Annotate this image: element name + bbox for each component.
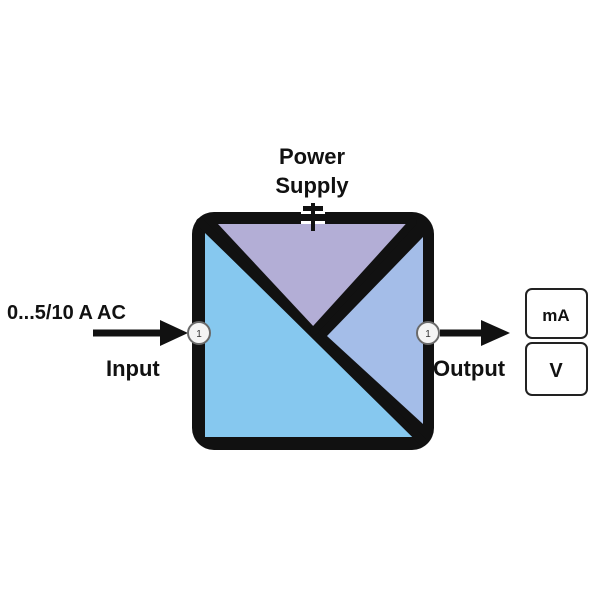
- upper-separator: [310, 218, 417, 335]
- output-option-ma: mA: [542, 306, 569, 325]
- output-option-v: V: [549, 360, 563, 382]
- output-terminal-number: 1: [425, 329, 431, 340]
- output-arrow-head: [481, 320, 510, 346]
- output-option-v-box: [525, 342, 588, 396]
- power-supply-label-line2: Supply: [275, 173, 349, 198]
- input-label: Input: [106, 356, 160, 381]
- output-region: [327, 237, 423, 424]
- output-terminal: [416, 321, 440, 345]
- input-signal-range: 0...5/10 A AC: [7, 302, 126, 324]
- input-terminal: [187, 321, 211, 345]
- power-region: [218, 224, 408, 328]
- power-supply-label-line1: Power: [279, 144, 345, 169]
- output-option-ma-box: [525, 288, 588, 339]
- power-connector-lead: [311, 203, 315, 231]
- input-terminal-number: 1: [196, 329, 202, 340]
- output-label: Output: [433, 356, 506, 381]
- input-arrow-head: [160, 320, 188, 346]
